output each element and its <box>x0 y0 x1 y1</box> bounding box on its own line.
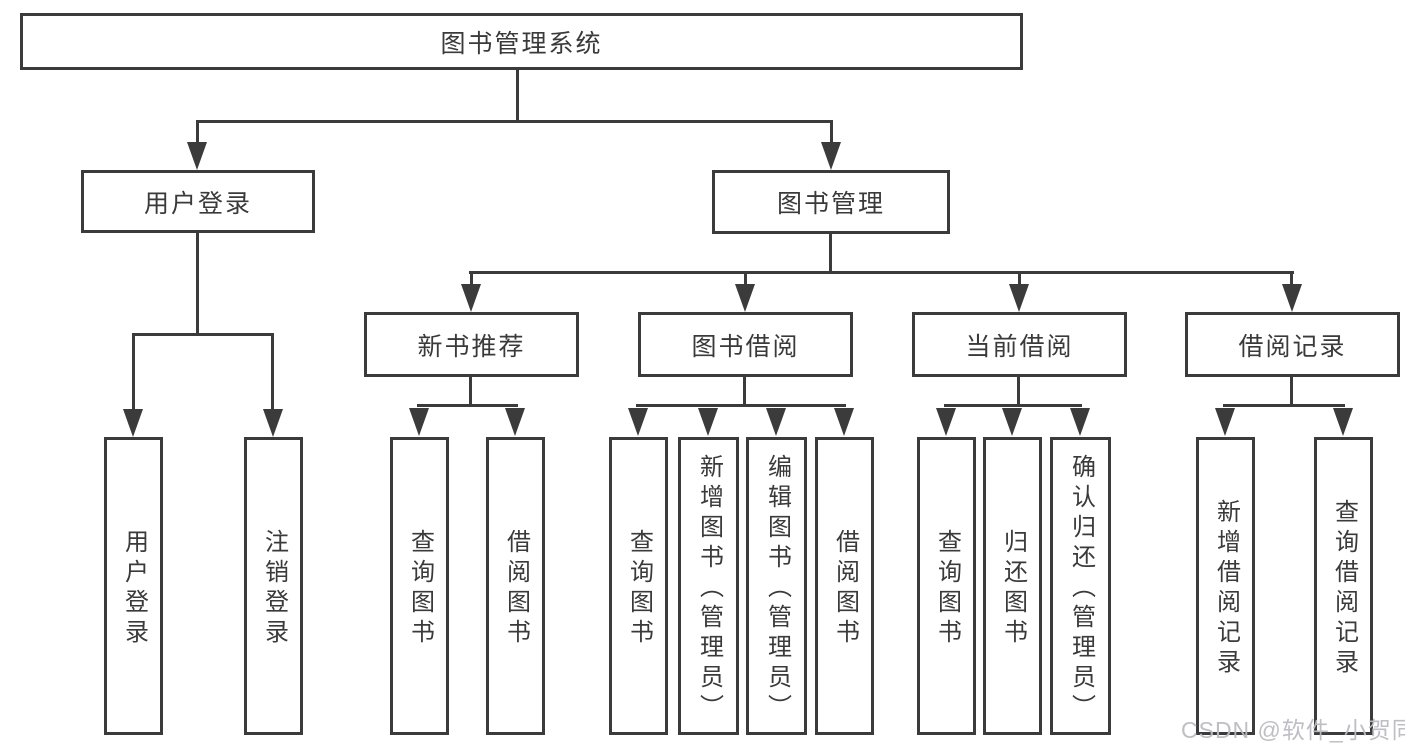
connector-sec4-hline <box>1223 404 1345 407</box>
arrowhead-sec3-child3 <box>1070 408 1090 436</box>
arrowhead-sec3-child2 <box>1002 408 1022 436</box>
node-book-management: 图书管理 <box>712 170 950 234</box>
arrowhead-to-mgmt <box>821 142 841 170</box>
connector-sec4-stub <box>1290 271 1293 286</box>
connector-sec2-hline <box>636 404 846 407</box>
connector-mgmt-down <box>829 234 832 274</box>
node-borrow-records: 借阅记录 <box>1185 312 1400 377</box>
leaf-records-add-record: 新增借阅记录 <box>1196 437 1255 735</box>
node-current-borrow: 当前借阅 <box>912 312 1127 377</box>
leaf-borrow-borrow-books: 借阅图书 <box>815 437 874 735</box>
connector-login-child2-stub <box>271 333 274 410</box>
connector-root-hline <box>196 120 833 123</box>
arrowhead-sec3-child1 <box>936 408 956 436</box>
node-new-book-recommend: 新书推荐 <box>364 312 579 377</box>
leaf-recommend-borrow-books: 借阅图书 <box>486 437 545 735</box>
leaf-user-login: 用户登录 <box>104 437 163 735</box>
connector-sec1-down <box>469 377 472 407</box>
arrowhead-sec2-child3 <box>766 408 786 436</box>
connector-sec3-hline <box>944 404 1082 407</box>
arrowhead-sec4-child1 <box>1215 408 1235 436</box>
leaf-current-query-books: 查询图书 <box>917 437 976 735</box>
arrowhead-sec1-child1 <box>409 408 429 436</box>
arrowhead-sec2-child2 <box>698 408 718 436</box>
leaf-current-confirm-return-admin: 确认归还（管理员） <box>1050 437 1111 735</box>
arrowhead-to-sec1 <box>461 284 481 312</box>
arrowhead-sec2-child4 <box>834 408 854 436</box>
arrowhead-to-login-child1 <box>123 409 143 437</box>
leaf-recommend-query-books: 查询图书 <box>390 437 449 735</box>
leaf-borrow-query-books: 查询图书 <box>609 437 668 735</box>
connector-login-down <box>196 233 199 335</box>
arrowhead-sec1-child2 <box>505 408 525 436</box>
arrowhead-to-sec3 <box>1009 284 1029 312</box>
connector-sec1-hline <box>417 404 518 407</box>
arrowhead-to-login-child2 <box>263 409 283 437</box>
node-root-title: 图书管理系统 <box>20 13 1023 70</box>
connector-mgmt-stub <box>830 120 833 146</box>
connector-login-hline <box>132 333 274 336</box>
arrowhead-to-sec2 <box>735 284 755 312</box>
leaf-current-return-books: 归还图书 <box>983 437 1042 735</box>
leaf-records-query-record: 查询借阅记录 <box>1314 437 1373 735</box>
connector-login-stub <box>196 120 199 146</box>
leaf-borrow-edit-books-admin: 编辑图书（管理员） <box>746 437 807 735</box>
connector-login-child1-stub <box>132 333 135 410</box>
connector-sec2-stub <box>744 271 747 286</box>
leaf-logout: 注销登录 <box>244 437 303 735</box>
node-user-login: 用户登录 <box>81 170 315 233</box>
arrowhead-to-sec4 <box>1282 284 1302 312</box>
connector-mgmt-hline <box>469 271 1294 274</box>
arrowhead-sec2-child1 <box>628 408 648 436</box>
leaf-borrow-add-books-admin: 新增图书（管理员） <box>678 437 739 735</box>
connector-sec1-stub <box>470 271 473 286</box>
node-book-borrow: 图书借阅 <box>638 312 853 377</box>
arrowhead-sec4-child2 <box>1333 408 1353 436</box>
connector-sec2-down <box>743 377 746 407</box>
connector-sec3-down <box>1017 377 1020 407</box>
connector-sec4-down <box>1290 377 1293 407</box>
connector-root-vline <box>516 70 519 122</box>
arrowhead-to-login <box>187 142 207 170</box>
connector-sec3-stub <box>1018 271 1021 286</box>
watermark-text: CSDN @软件_小贺同学 <box>1181 717 1405 743</box>
